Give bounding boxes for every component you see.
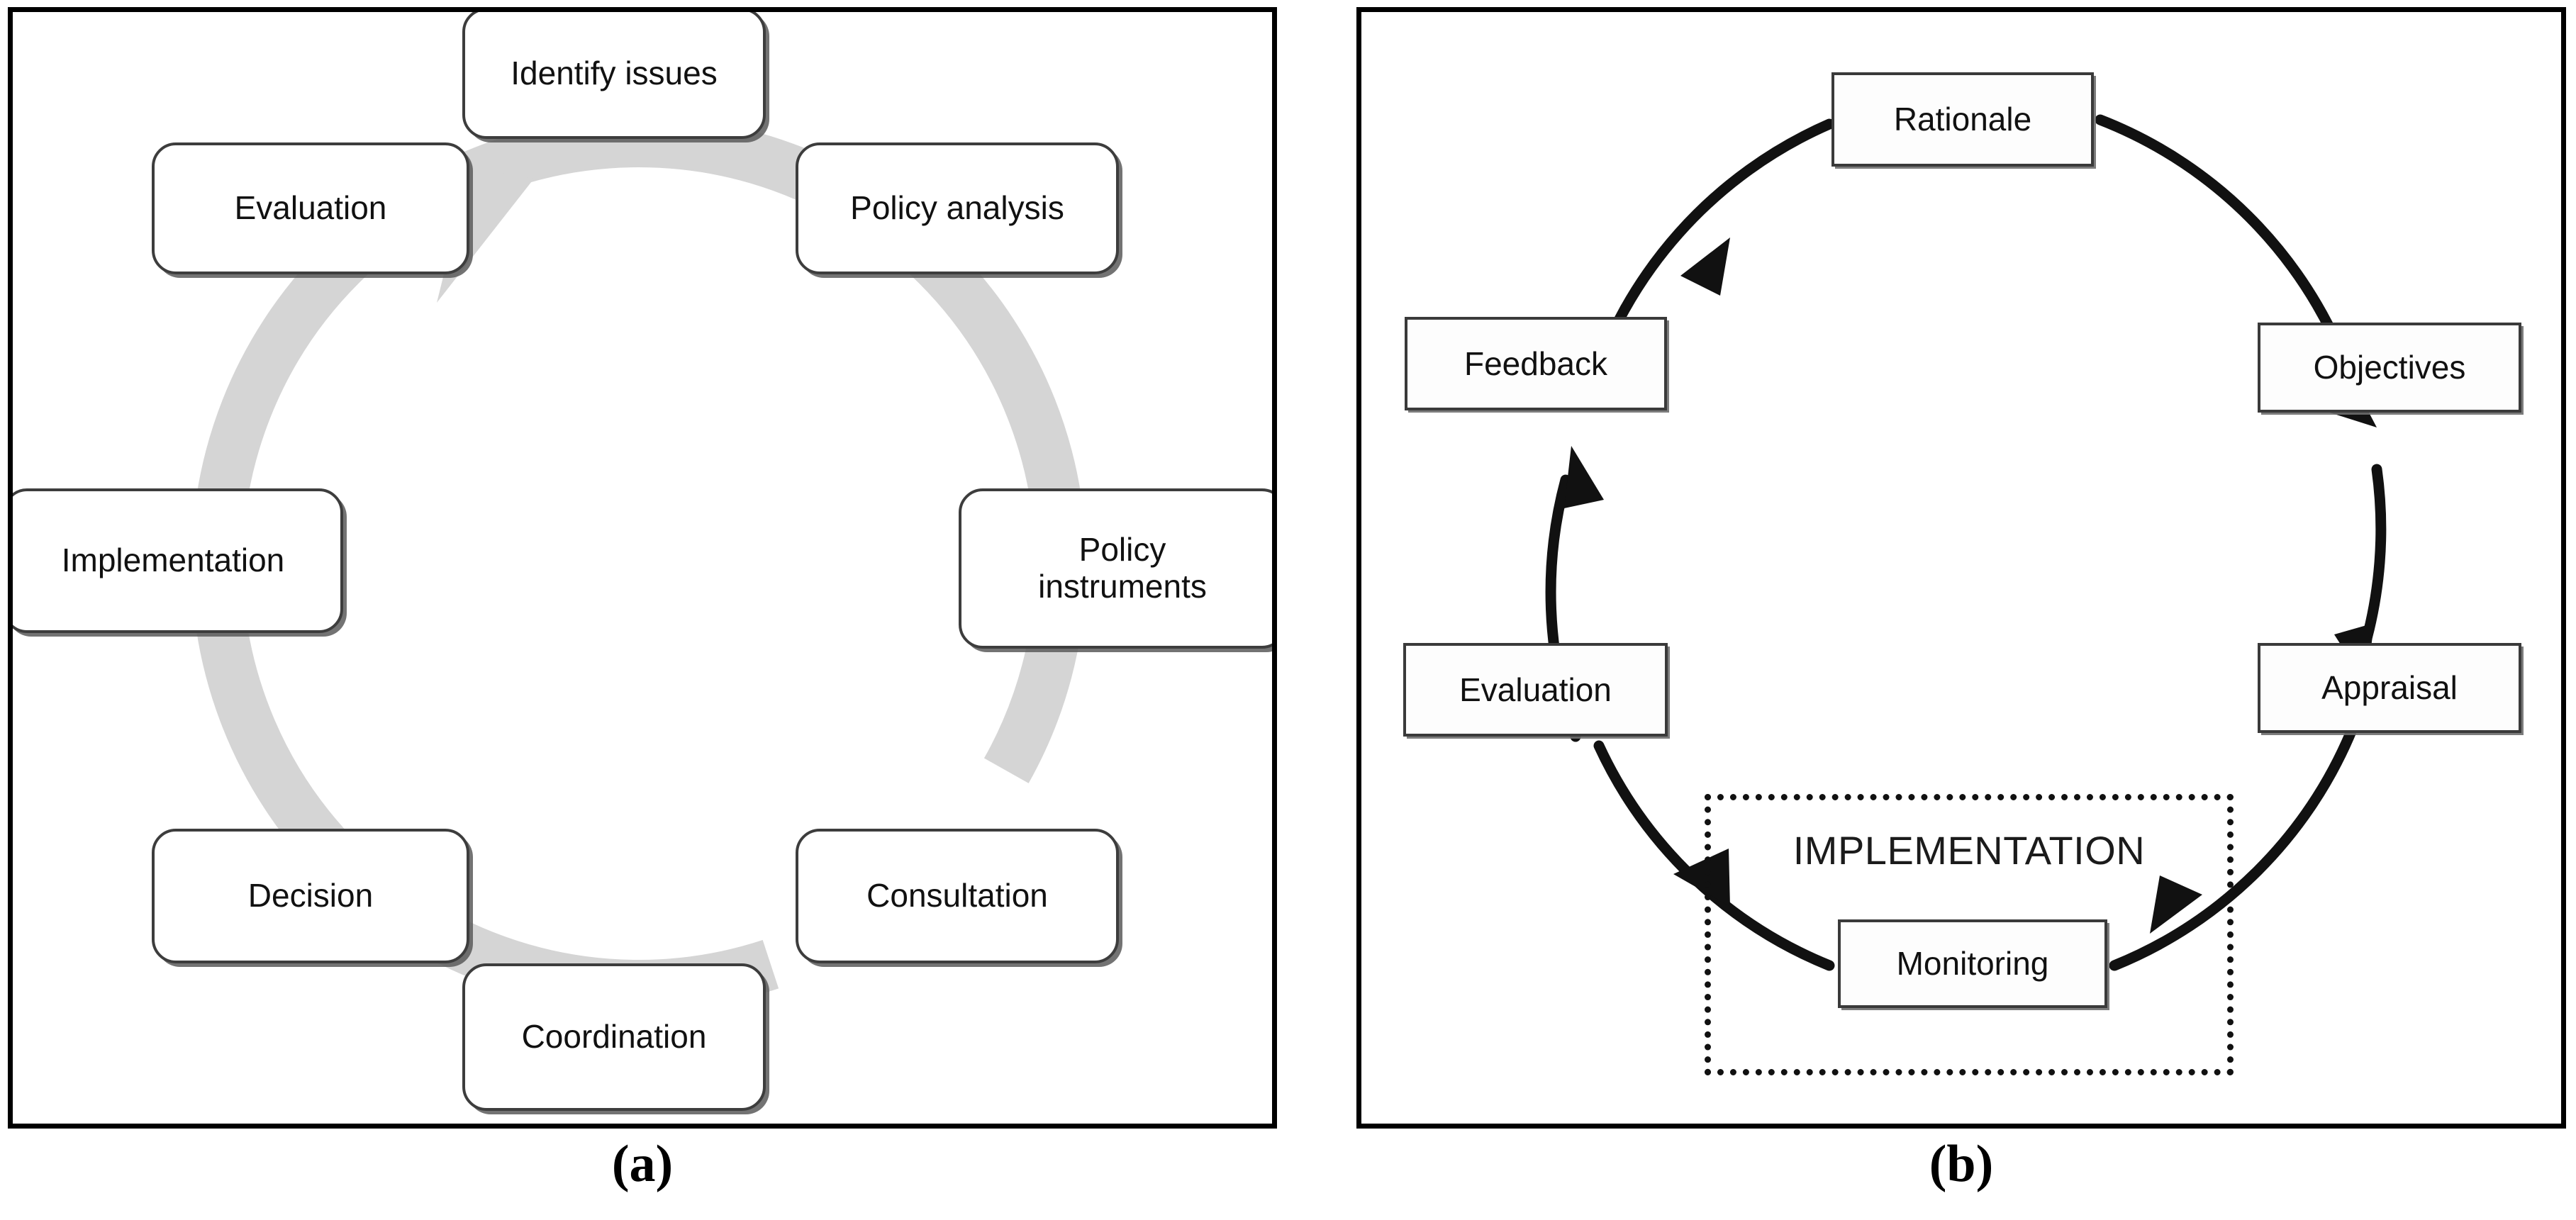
node-label: Coordination (521, 1018, 707, 1056)
node-identify-issues[interactable]: Identify issues (462, 12, 766, 139)
panel-a-clip: Identify issues Policy analysis Policy i… (13, 12, 1272, 1124)
node-label: Monitoring (1896, 945, 2049, 983)
panel-b: IMPLEMENTATION Rationale Objectives Appr… (1356, 7, 2566, 1129)
node-objectives[interactable]: Objectives (2258, 323, 2521, 413)
node-label: Implementation (61, 542, 285, 579)
node-coordination[interactable]: Coordination (462, 963, 766, 1111)
node-evaluation[interactable]: Evaluation (152, 142, 469, 274)
node-consultation[interactable]: Consultation (796, 829, 1119, 963)
node-label: Evaluation (234, 189, 387, 227)
node-monitoring[interactable]: Monitoring (1838, 919, 2107, 1008)
node-evaluation[interactable]: Evaluation (1403, 643, 1668, 737)
node-label: Identify issues (511, 54, 718, 91)
node-label-line2: instruments (1038, 568, 1207, 605)
node-label: Feedback (1463, 345, 1607, 382)
figure-caption-b: (b) (1929, 1135, 1994, 1193)
node-feedback[interactable]: Feedback (1405, 317, 1667, 410)
node-label: Evaluation (1459, 671, 1612, 708)
implementation-group-frame (1705, 794, 2234, 1075)
node-label: Appraisal (2321, 669, 2458, 707)
node-label: Policy analysis (850, 189, 1064, 227)
implementation-group-label: IMPLEMENTATION (1792, 828, 2146, 873)
node-decision[interactable]: Decision (152, 829, 469, 963)
node-label: Objectives (2313, 349, 2466, 386)
panel-b-clip: IMPLEMENTATION Rationale Objectives Appr… (1361, 12, 2561, 1124)
node-label: Consultation (866, 877, 1048, 914)
node-policy-instruments[interactable]: Policy instruments (959, 488, 1272, 649)
figure-caption-a: (a) (611, 1135, 674, 1193)
node-appraisal[interactable]: Appraisal (2258, 643, 2521, 733)
node-policy-analysis[interactable]: Policy analysis (796, 142, 1119, 274)
node-rationale[interactable]: Rationale (1831, 72, 2094, 167)
node-label: Rationale (1893, 101, 2032, 138)
panel-a: Identify issues Policy analysis Policy i… (8, 7, 1277, 1129)
node-label: Decision (247, 877, 374, 914)
node-label-line1: Policy (1078, 531, 1166, 569)
node-implementation[interactable]: Implementation (13, 488, 343, 633)
